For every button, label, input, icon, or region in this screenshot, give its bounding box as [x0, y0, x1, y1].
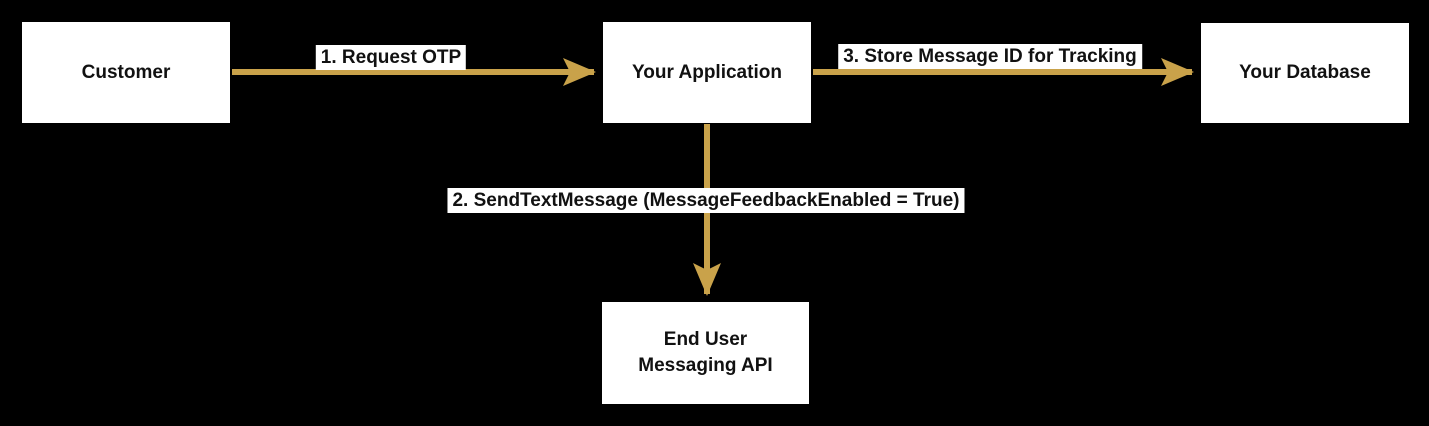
- node-messaging-api: End User Messaging API: [602, 302, 809, 404]
- edge-label-store-message-id: 3. Store Message ID for Tracking: [838, 44, 1142, 69]
- node-customer: Customer: [22, 22, 230, 123]
- node-messaging-api-label-line1: End User: [663, 329, 748, 350]
- edge-label-request-otp: 1. Request OTP: [315, 45, 467, 70]
- node-database-label: Your Database: [1239, 62, 1371, 83]
- node-application-label: Your Application: [632, 61, 782, 83]
- node-messaging-api-label-line2: Messaging API: [638, 355, 773, 376]
- edge-label-send-text-message: 2. SendTextMessage (MessageFeedbackEnabl…: [447, 188, 965, 213]
- node-customer-label: Customer: [81, 61, 171, 83]
- node-database: Your Database: [1201, 23, 1409, 123]
- node-application: Your Application: [603, 22, 811, 123]
